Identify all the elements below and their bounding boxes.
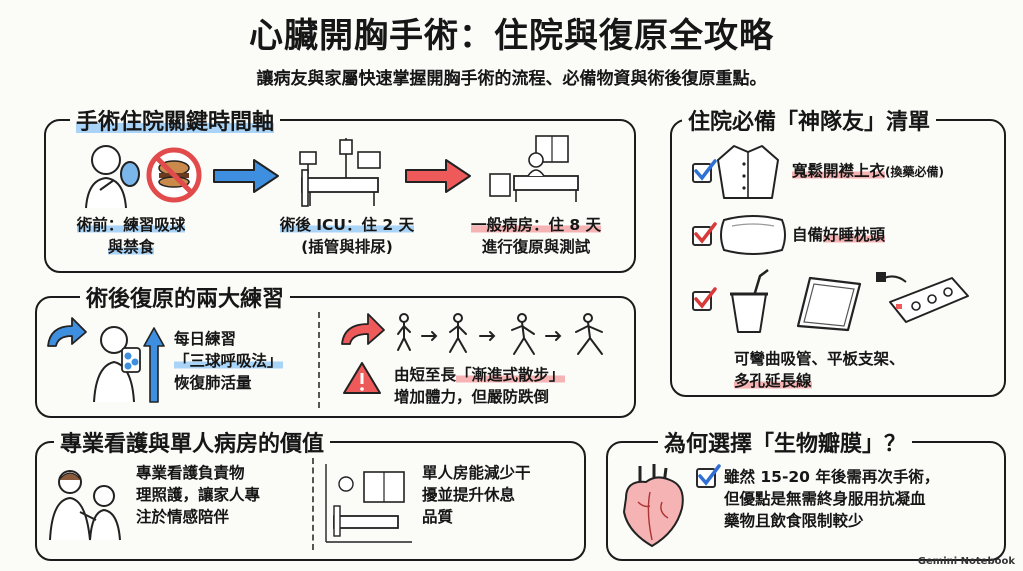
page-subtitle: 讓病友與家屬快速掌握開胸手術的流程、必備物資與術後復原重點。 bbox=[256, 69, 767, 89]
icu-bed-icon bbox=[299, 138, 381, 207]
checkbox-checked[interactable] bbox=[692, 287, 717, 311]
care-panel bbox=[35, 441, 586, 561]
timeline-step-ward: 一般病房：住 8 天 進行復原與測試 bbox=[470, 216, 602, 256]
straw-cup-icon bbox=[730, 269, 769, 333]
warning-icon bbox=[343, 362, 381, 394]
curved-arrow-icon bbox=[47, 317, 87, 347]
no-food-icon bbox=[146, 147, 202, 203]
brand-footer: Gemini Notebook bbox=[917, 556, 1015, 567]
nurse-value-text: 專業看護負責物 理照護，讓家人專 注於情感陪伴 bbox=[136, 464, 261, 526]
arrow-right-icon bbox=[213, 159, 279, 193]
section-divider bbox=[312, 458, 314, 550]
exercise-breathing-text: 每日練習 「三球呼吸法」 恢復肺活量 bbox=[174, 330, 283, 392]
caregiver-icon bbox=[49, 470, 121, 541]
valve-title: 為何選擇「生物瓣膜」？ bbox=[658, 426, 913, 458]
pillow-icon bbox=[720, 215, 786, 255]
timeline-step-icu: 術後 ICU：住 2 天 (插管與排尿) bbox=[279, 216, 415, 256]
timeline-title: 手術住院關鍵時間軸 bbox=[70, 104, 281, 136]
checklist-item-misc: 可彎曲吸管、平板支架、 多孔延長線 bbox=[734, 350, 905, 390]
checkbox-checked[interactable] bbox=[696, 464, 721, 488]
progressive-walking-icon bbox=[397, 313, 603, 355]
single-room-icon bbox=[325, 464, 412, 543]
tablet-stand-icon bbox=[796, 276, 862, 332]
curved-arrow-icon bbox=[341, 313, 385, 345]
page-title: 心臟開胸手術：住院與復原全攻略 bbox=[249, 16, 774, 56]
hospital-ward-icon bbox=[489, 135, 579, 202]
exercise-walking-text: 由短至長「漸進式散步」 增加體力，但嚴防跌倒 bbox=[394, 366, 565, 406]
breathing-exercise-icon bbox=[85, 145, 140, 209]
single-room-value-text: 單人房能減少干 擾並提升休息 品質 bbox=[422, 464, 531, 526]
cardigan-icon bbox=[717, 145, 779, 199]
heart-valve-icon bbox=[622, 464, 684, 548]
power-strip-icon bbox=[876, 272, 969, 323]
valve-reason-text: 雖然 15-20 年後需再次手術， 但優點是無需終身服用抗凝血 藥物且飲食限制較… bbox=[724, 468, 940, 530]
timeline-step-preop: 術前：練習吸球 與禁食 bbox=[76, 216, 186, 256]
checkbox-checked[interactable] bbox=[692, 159, 717, 183]
checklist-item-cardigan: 寬鬆開襟上衣(換藥必備) bbox=[792, 162, 944, 180]
checkbox-checked[interactable] bbox=[692, 222, 717, 246]
recovery-title: 術後復原的兩大練習 bbox=[80, 281, 291, 313]
three-ball-spirometer-icon bbox=[93, 326, 165, 403]
section-divider bbox=[318, 312, 320, 408]
checklist-item-pillow: 自備好睡枕頭 bbox=[792, 226, 886, 244]
checklist-title: 住院必備「神隊友」清單 bbox=[682, 104, 937, 136]
care-title: 專業看護與單人病房的價值 bbox=[54, 426, 331, 458]
arrow-right-icon bbox=[405, 159, 471, 193]
